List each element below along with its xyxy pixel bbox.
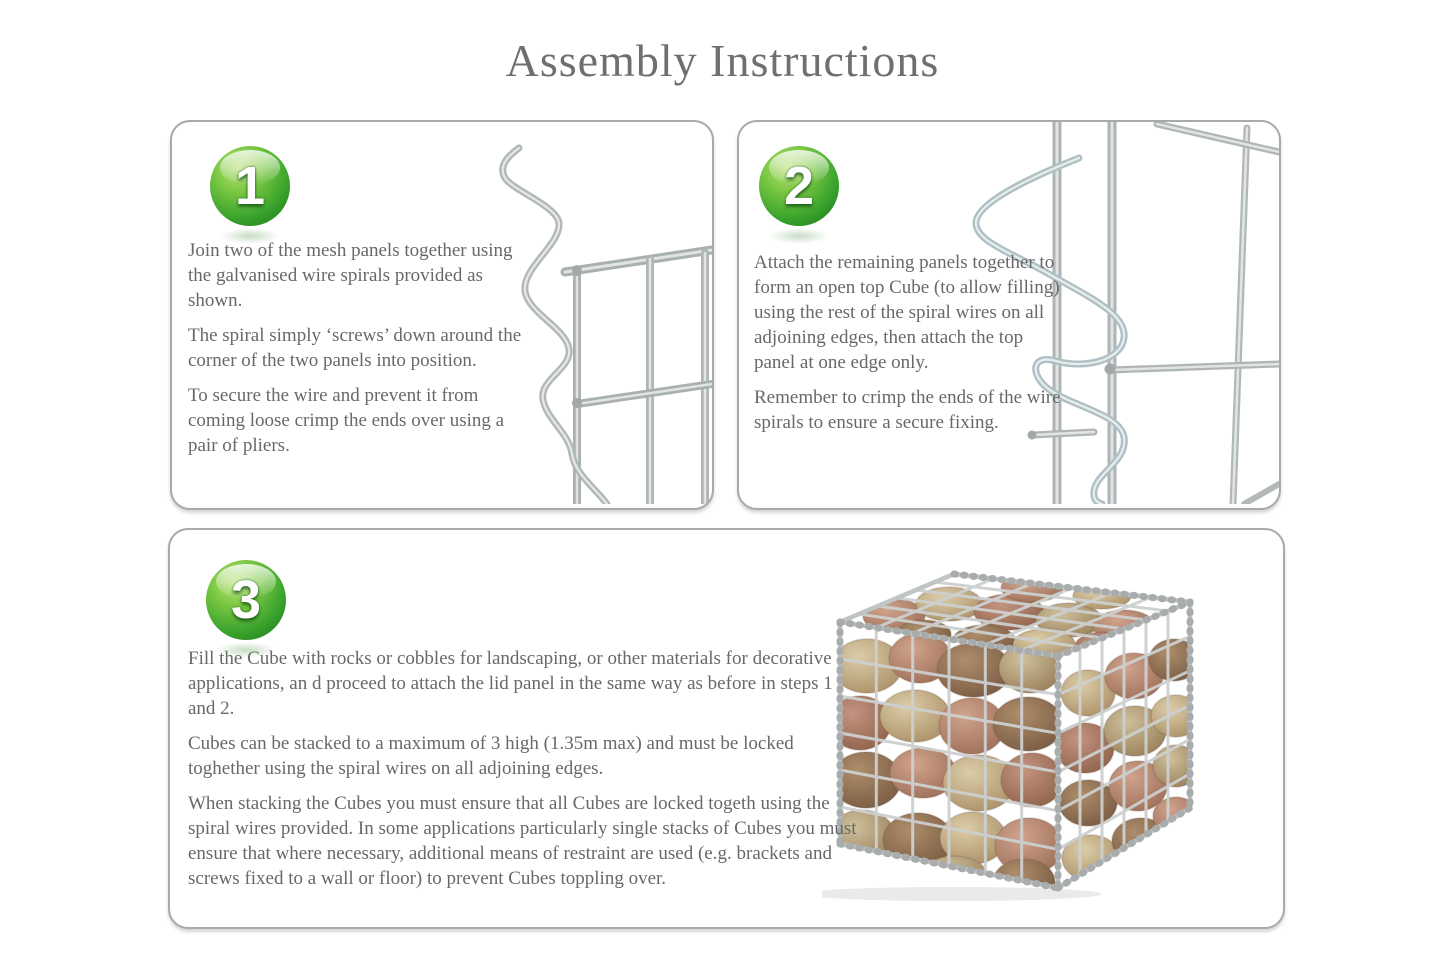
step-3-paragraph: When stacking the Cubes you must ensure …	[188, 793, 857, 889]
step-2-panel: 2 Attach the remaining panels together t…	[737, 120, 1281, 510]
step-3-number: 3	[230, 570, 262, 630]
step-2-paragraph: Remember to crimp the ends of the wire s…	[754, 387, 1061, 433]
step-2-number: 2	[783, 156, 815, 216]
step-1-number: 1	[234, 156, 266, 216]
page-title: Assembly Instructions	[505, 35, 940, 86]
step-3-paragraph: Fill the Cube with rocks or cobbles for …	[188, 648, 833, 719]
step-1-panel: 1 Join two of the mesh panels together u…	[170, 120, 714, 510]
step-2-paragraph: Attach the remaining panels together to …	[754, 252, 1060, 373]
step-3-text: Fill the Cube with rocks or cobbles for …	[188, 646, 860, 901]
spiral-wire-joining-panels-photo	[972, 122, 1279, 504]
spiral-wire-and-mesh-corner-photo	[499, 144, 712, 504]
step-2-text: Attach the remaining panels together to …	[754, 250, 1066, 445]
step-1-badge-icon: 1	[210, 146, 290, 245]
step-1-paragraph: Join two of the mesh panels together usi…	[188, 240, 513, 311]
step-2-badge-icon: 2	[759, 146, 839, 245]
gabion-cube-filled-with-rocks-photo	[822, 570, 1194, 901]
step-1-paragraph: The spiral simply ‘screws’ down around t…	[188, 325, 522, 371]
step-1-paragraph: To secure the wire and prevent it from c…	[188, 385, 505, 456]
step-3-panel: 3 Fill the Cube with rocks or cobbles fo…	[168, 528, 1285, 929]
step-1-text: Join two of the mesh panels together usi…	[188, 238, 522, 468]
step-3-paragraph: Cubes can be stacked to a maximum of 3 h…	[188, 733, 794, 779]
step-3-badge-icon: 3	[206, 560, 286, 659]
